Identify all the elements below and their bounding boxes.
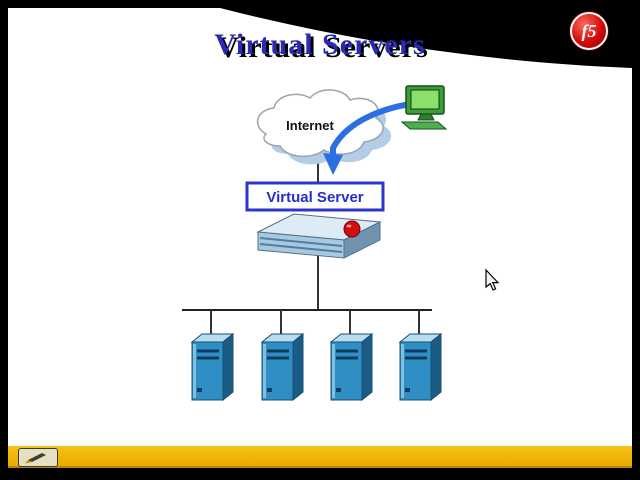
appliance-f5-ball xyxy=(343,220,361,238)
diagram-canvas: Internet Virtual Server xyxy=(182,8,632,402)
pen-icon xyxy=(25,452,46,463)
bigip-load-balancer-icon xyxy=(256,213,382,259)
appliance-vent-2 xyxy=(259,243,343,253)
f5-logo-text: f5 xyxy=(581,21,597,41)
traffic-arrow-head xyxy=(323,153,343,175)
server-tower-1 xyxy=(190,332,235,402)
mouse-cursor-arrow xyxy=(485,268,500,291)
appliance-ball-highlight xyxy=(346,224,352,228)
appliance-front-face xyxy=(257,231,345,259)
mouse-cursor-icon xyxy=(485,268,500,291)
monitor-stand xyxy=(417,113,435,121)
desktop-computer-icon xyxy=(400,85,448,130)
server-tower-4 xyxy=(398,332,443,402)
virtual-server-box-frame xyxy=(245,181,385,212)
cloud-outline xyxy=(256,89,384,158)
slide-title: Virtual Servers xyxy=(214,28,426,61)
slide: Internet Virtual Server xyxy=(8,8,632,468)
keyboard xyxy=(400,121,448,130)
monitor-screen xyxy=(410,89,440,110)
virtual-server-box: Virtual Server xyxy=(245,181,385,212)
appliance-vent-1 xyxy=(259,237,343,247)
server-tower-2 xyxy=(260,332,305,402)
server-tower-3 xyxy=(329,332,374,402)
footer-bar xyxy=(8,446,632,468)
virtual-server-label: Virtual Server xyxy=(266,189,363,206)
internet-cloud: Internet xyxy=(256,89,392,165)
pen-tool-button[interactable] xyxy=(18,448,58,467)
slide-corner-swoosh xyxy=(220,8,632,68)
f5-logo: f5 xyxy=(570,12,608,50)
internet-label: Internet xyxy=(286,118,334,133)
